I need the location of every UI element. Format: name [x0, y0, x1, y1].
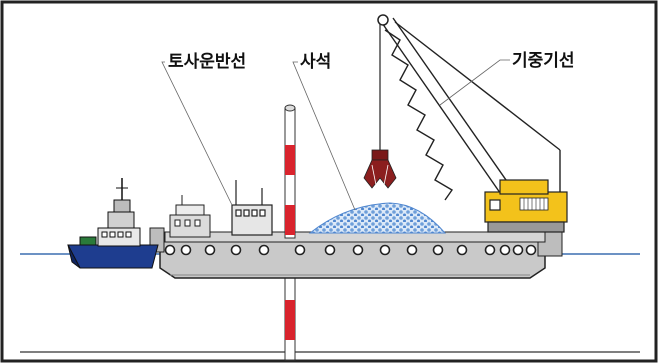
barge-hull — [149, 227, 563, 279]
crane-label: 기중기선 — [512, 51, 575, 71]
stone-pile — [308, 202, 447, 234]
crane-body — [484, 179, 568, 233]
pile-lower — [284, 269, 296, 361]
barge-bow-house — [169, 195, 211, 238]
tugboat — [67, 178, 159, 269]
stone-label: 사석 — [300, 52, 331, 72]
barge-label: 토사운반선 — [168, 52, 246, 72]
crane-tip — [377, 14, 389, 26]
barge-cabin — [231, 180, 273, 236]
pile-upper — [284, 104, 296, 239]
stone-leader — [292, 61, 356, 211]
crane-leader — [439, 59, 510, 106]
clamshell-bucket — [363, 149, 397, 189]
barge-leader — [161, 61, 233, 206]
crane-boom — [379, 17, 561, 201]
